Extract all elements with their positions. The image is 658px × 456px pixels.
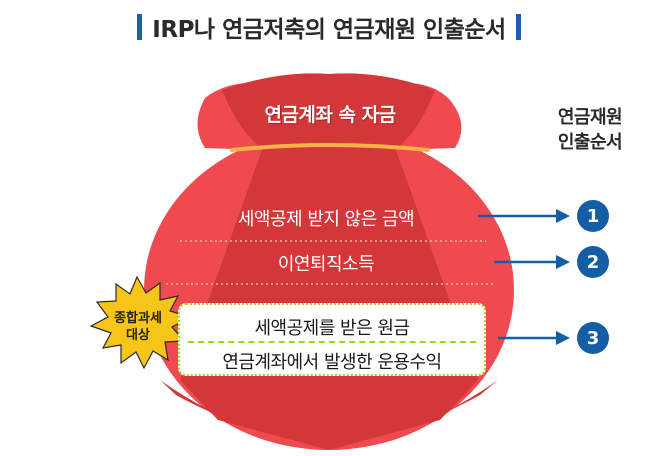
bag-top-shade [222,73,435,155]
title-bar-left [137,14,143,40]
badge-line2: 대상 [126,328,150,343]
row-deferred-retirement-income: 이연퇴직소득 [277,254,375,275]
title-bar-right [515,14,521,40]
bag-rope [230,143,430,152]
bag-top-label: 연금계좌 속 자금 [264,104,396,126]
title-text: IRP나 연금저축의 연금재원 인출순서 [152,17,506,43]
arrow-1 [478,209,570,223]
arrow-3 [498,331,570,345]
order-number-1: 1 [577,200,609,232]
taxable-box: 세액공제를 받은 원금 연금계좌에서 발생한 운용수익 [178,303,486,376]
badge-line1: 종합과세 [114,311,162,326]
side-header-line1: 연금재원 [557,107,623,128]
order-number-2: 2 [577,246,609,278]
bag-body-bottom [160,380,498,440]
row-untaxed-amount: 세액공제 받지 않은 금액 [237,209,415,230]
badge-starburst [89,275,192,370]
box-row-deducted-principal: 세액공제를 받은 원금 [254,318,410,339]
box-divider [188,341,476,343]
arrow-2 [494,255,570,269]
title: IRP나 연금저축의 연금재원 인출순서 [0,10,658,44]
box-row-investment-returns: 연금계좌에서 발생한 운용수익 [222,352,442,373]
order-number-3: 3 [577,322,609,354]
badge-text: 종합과세 대상 [86,310,190,344]
side-header-line2: 인출순서 [557,132,623,153]
